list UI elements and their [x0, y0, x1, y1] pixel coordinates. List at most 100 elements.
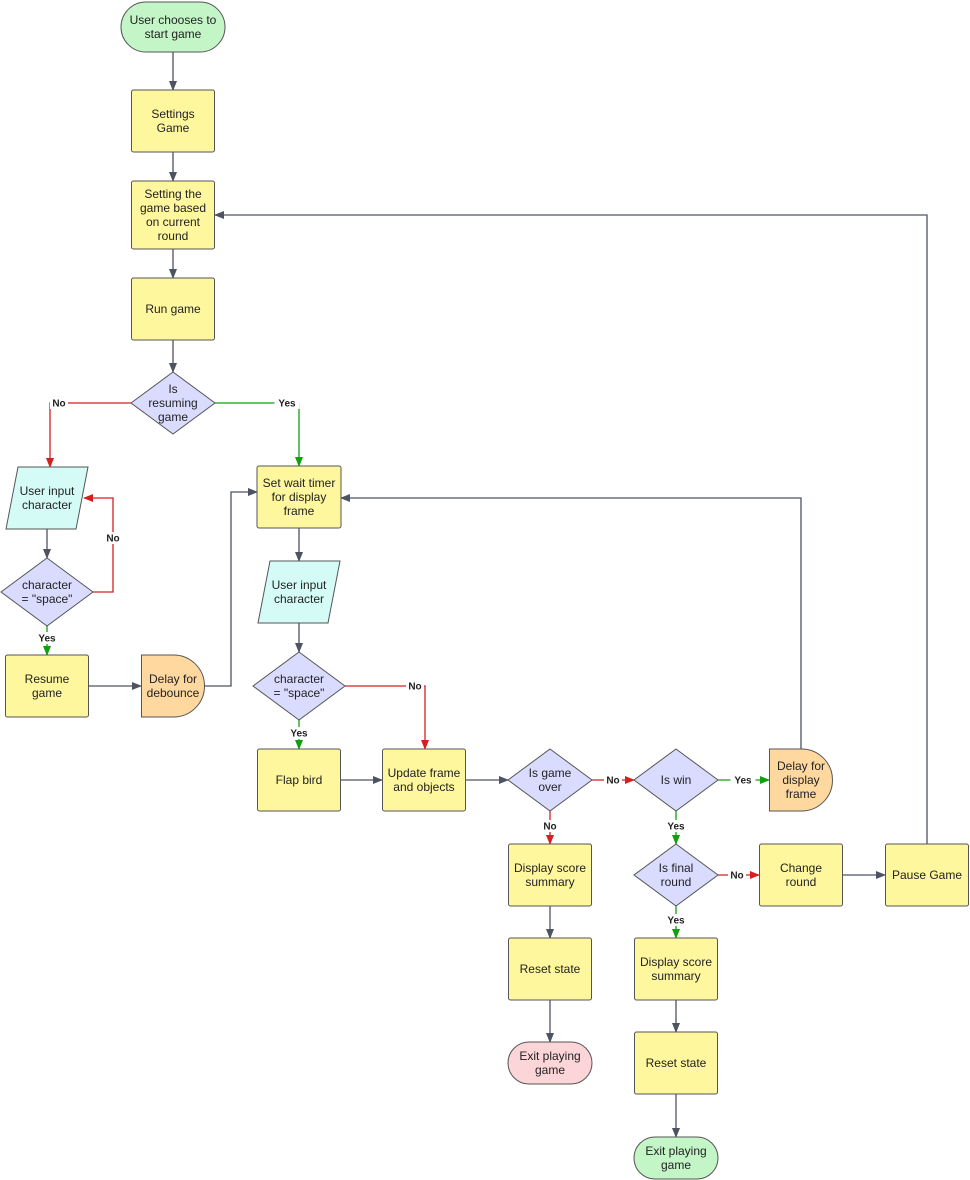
node-shape — [257, 748, 341, 812]
node-shape — [252, 651, 346, 721]
node-label-line: character — [22, 498, 72, 512]
node-shape — [120, 1, 226, 53]
edge-is_resuming-to-set_timer — [215, 402, 303, 467]
edge-label-no: No — [730, 871, 743, 882]
node-label-line: game — [661, 1158, 691, 1172]
node-label-line: Flap bird — [276, 773, 323, 787]
node-reset-state-1: Reset state — [508, 937, 592, 1001]
edge-delay_display-to-set_timer — [340, 494, 802, 749]
edge-label-bg — [541, 820, 559, 832]
edge-label-bg — [730, 774, 756, 786]
edge-label-no: No — [606, 776, 619, 787]
node-shape — [0, 557, 94, 627]
node-shape — [508, 937, 592, 1001]
edges-layer — [43, 52, 928, 1138]
node-shape — [507, 748, 593, 812]
node-label-line: Exit playing — [519, 1049, 580, 1063]
node-label-line: start game — [145, 27, 202, 41]
node-label-line: Exit playing — [645, 1144, 706, 1158]
edge-label-bg — [663, 820, 689, 832]
node-shape — [257, 560, 341, 624]
node-label-line: Is game — [529, 766, 572, 780]
node-label-line: Display score — [514, 861, 586, 875]
edge-label-yes: Yes — [38, 634, 56, 645]
node-is-win: Is win — [633, 748, 719, 812]
node-shape — [633, 843, 719, 907]
node-shape — [634, 937, 718, 1001]
edge-label-no: No — [543, 822, 556, 833]
edge-label-bg — [604, 774, 622, 786]
node-label-line: round — [661, 875, 692, 889]
edge-label-yes: Yes — [278, 399, 296, 410]
edge-label-bg — [286, 727, 312, 739]
node-shape — [130, 371, 216, 435]
node-label-line: Delay for — [149, 672, 197, 686]
node-label-line: round — [786, 875, 817, 889]
node-label-line: Is win — [661, 773, 692, 787]
node-char-space-left: character= "space" — [0, 557, 94, 627]
node-label-line: Resume — [25, 672, 70, 686]
edge-pause_game-to-setting_round — [214, 211, 928, 844]
edge-label-no: No — [52, 399, 65, 410]
node-label-line: Update frame — [388, 766, 461, 780]
node-label: Is win — [661, 773, 692, 787]
node-label: Reset state — [520, 962, 581, 976]
node-label-line: Game — [157, 121, 190, 135]
node-label-line: summary — [651, 969, 700, 983]
node-label-line: round — [158, 229, 189, 243]
edge-label-yes: Yes — [667, 916, 685, 927]
node-shape — [885, 843, 969, 907]
node-label-line: = "space" — [22, 592, 73, 606]
node-label-line: game — [32, 686, 62, 700]
node-label: Pause Game — [892, 868, 962, 882]
node-shape — [141, 654, 205, 718]
node-label: character= "space" — [274, 672, 325, 700]
edge-label-yes: Yes — [290, 729, 308, 740]
node-label-line: game — [158, 410, 188, 424]
node-label-line: Display score — [640, 955, 712, 969]
edge-label-bg — [274, 397, 300, 409]
edge-label-bg — [406, 680, 424, 692]
node-label-line: for display — [272, 490, 327, 504]
node-shape — [131, 180, 215, 250]
edge-label-yes: Yes — [734, 776, 752, 787]
node-run-game: Run game — [131, 277, 215, 341]
node-label-line: Run game — [145, 302, 201, 316]
node-label: Run game — [145, 302, 201, 316]
node-shape — [5, 654, 89, 718]
node-shape — [759, 843, 843, 907]
edge-label-no: No — [408, 682, 421, 693]
node-shape — [634, 1031, 718, 1095]
node-shape — [5, 466, 89, 530]
node-label-line: Delay for — [777, 759, 825, 773]
node-shape — [507, 1041, 593, 1085]
node-label: character= "space" — [22, 578, 73, 606]
node-label-line: on current — [146, 215, 201, 229]
node-shape — [508, 843, 592, 907]
edge-label-bg — [104, 532, 122, 544]
